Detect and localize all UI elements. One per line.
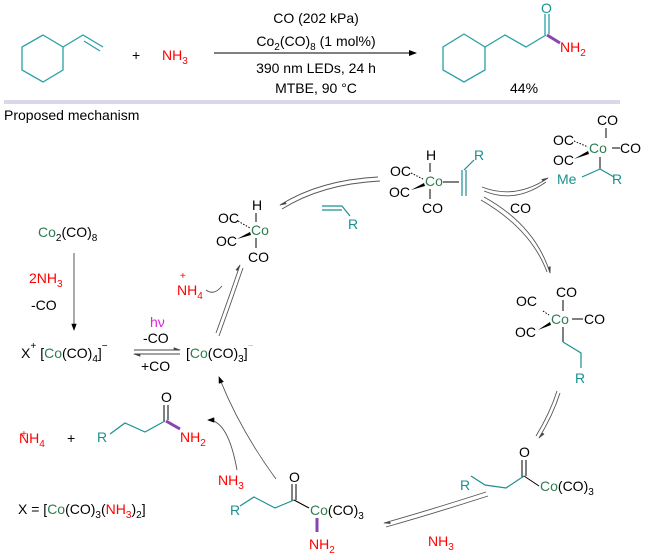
svg-text:R: R [575, 370, 585, 386]
branched-alkyl-cobalt: CO OC Co CO OC Me R [553, 112, 641, 187]
alkene-pi-complex: H OC Co OC R CO [389, 147, 484, 216]
svg-text:R: R [460, 477, 470, 493]
svg-text:Co: Co [589, 140, 607, 156]
co-loss: -CO [31, 297, 57, 313]
alkene-substrate: R [322, 205, 358, 232]
svg-text:R: R [230, 502, 240, 518]
svg-text:OC: OC [515, 324, 536, 340]
cycle-arrow-2 [279, 176, 379, 206]
cyclohexane-ring [21, 34, 64, 83]
minus-co: -CO [143, 330, 169, 346]
svg-text:R: R [348, 216, 358, 232]
svg-text:H: H [252, 197, 262, 213]
plus-co: +CO [141, 358, 170, 374]
svg-text:CO: CO [556, 284, 577, 300]
svg-text:OC: OC [218, 210, 239, 226]
svg-text:CO: CO [584, 311, 605, 327]
svg-text:CO: CO [620, 140, 641, 156]
cyclohexane-ring [442, 33, 486, 83]
svg-text:OC: OC [553, 132, 574, 148]
acyl-cobalt-tricarbonyl: Co(CO)3 [540, 478, 594, 498]
svg-text:+: + [21, 429, 27, 440]
svg-text:R: R [612, 171, 622, 187]
svg-text:OC: OC [553, 152, 574, 168]
amide-bond [546, 33, 561, 45]
elimination-arrow [218, 376, 277, 480]
svg-text:+: + [180, 271, 186, 282]
acyl-cobalt: O R Co(CO)3 [460, 444, 594, 498]
x-definition: X = [Co(CO)3(NH3)2] [18, 501, 146, 521]
amido-acyl-cobalt: O R Co(CO)3 [230, 469, 364, 522]
svg-text:CO: CO [422, 200, 443, 216]
ammonium-top: NH4 [177, 282, 203, 302]
light-hv: hν [150, 314, 165, 330]
svg-text:OC: OC [216, 233, 237, 249]
svg-text:Co: Co [251, 222, 269, 238]
yield: 44% [510, 80, 538, 96]
vinylcyclohexane [21, 34, 104, 83]
linear-alkyl-cobalt: CO OC Co CO OC R [515, 284, 605, 386]
carbonyl-oxygen: O [541, 0, 552, 16]
vinyl-bond [62, 34, 104, 48]
ammonia-left: NH3 [218, 472, 244, 492]
amide-nh2: NH2 [560, 39, 586, 59]
ammonium-product: NH4 [19, 430, 45, 450]
protonation-curved-arrow [205, 285, 223, 293]
svg-text:Me: Me [557, 171, 577, 187]
amide-product-mechanism: R O NH2 [97, 389, 206, 449]
dicobalt-octacarbonyl: Co2(CO)8 [38, 224, 98, 244]
products-plus: + [67, 430, 75, 446]
ammonia-addition-arrow [383, 491, 487, 524]
amido-nh2: NH2 [309, 536, 335, 556]
svg-text:OC: OC [390, 163, 411, 179]
svg-text:R: R [97, 429, 107, 445]
product-release-arrow [207, 417, 238, 471]
co-ligand-label: CO [510, 200, 531, 216]
cycle-arrow-1a [215, 264, 241, 334]
ammonia-bottom: NH3 [428, 533, 454, 553]
amide-nh2-product: NH2 [180, 429, 206, 449]
svg-text:O: O [519, 444, 530, 460]
hydridocobalt-tetracarbonyl: H OC Co OC CO [216, 197, 269, 265]
cobalt-tricarbonyl-anion: [Co(CO)3]− [186, 341, 254, 365]
svg-text:O: O [161, 389, 172, 405]
branch-arrow [481, 177, 549, 193]
plus-sign: + [132, 47, 140, 63]
svg-text:R: R [474, 147, 484, 163]
co-insertion-arrow [538, 392, 561, 439]
ammonia-reagent: NH3 [162, 47, 188, 67]
svg-text:CO: CO [597, 112, 618, 128]
svg-text:OC: OC [516, 293, 537, 309]
cobaltate-salt: X+[Co(CO)4]− [21, 341, 108, 365]
svg-text:Co: Co [425, 173, 443, 189]
amido-cobalt-tricarbonyl: Co(CO)3 [310, 502, 364, 522]
svg-text:H: H [426, 147, 436, 163]
svg-text:Co: Co [551, 311, 569, 327]
section-title: Proposed mechanism [4, 107, 139, 123]
condition-pressure: CO (202 kPa) [273, 10, 359, 26]
insertion-arrow [483, 196, 551, 274]
condition-solvent: MTBE, 90 °C [275, 80, 357, 96]
ammonia-equiv: 2NH3 [29, 270, 63, 290]
condition-light: 390 nm LEDs, 24 h [256, 60, 376, 76]
svg-text:OC: OC [389, 184, 410, 200]
amide-product: O NH2 44% [442, 0, 586, 96]
svg-text:CO: CO [248, 249, 269, 265]
svg-text:O: O [289, 469, 300, 485]
condition-catalyst: Co2(CO)8 (1 mol%) [256, 33, 375, 53]
